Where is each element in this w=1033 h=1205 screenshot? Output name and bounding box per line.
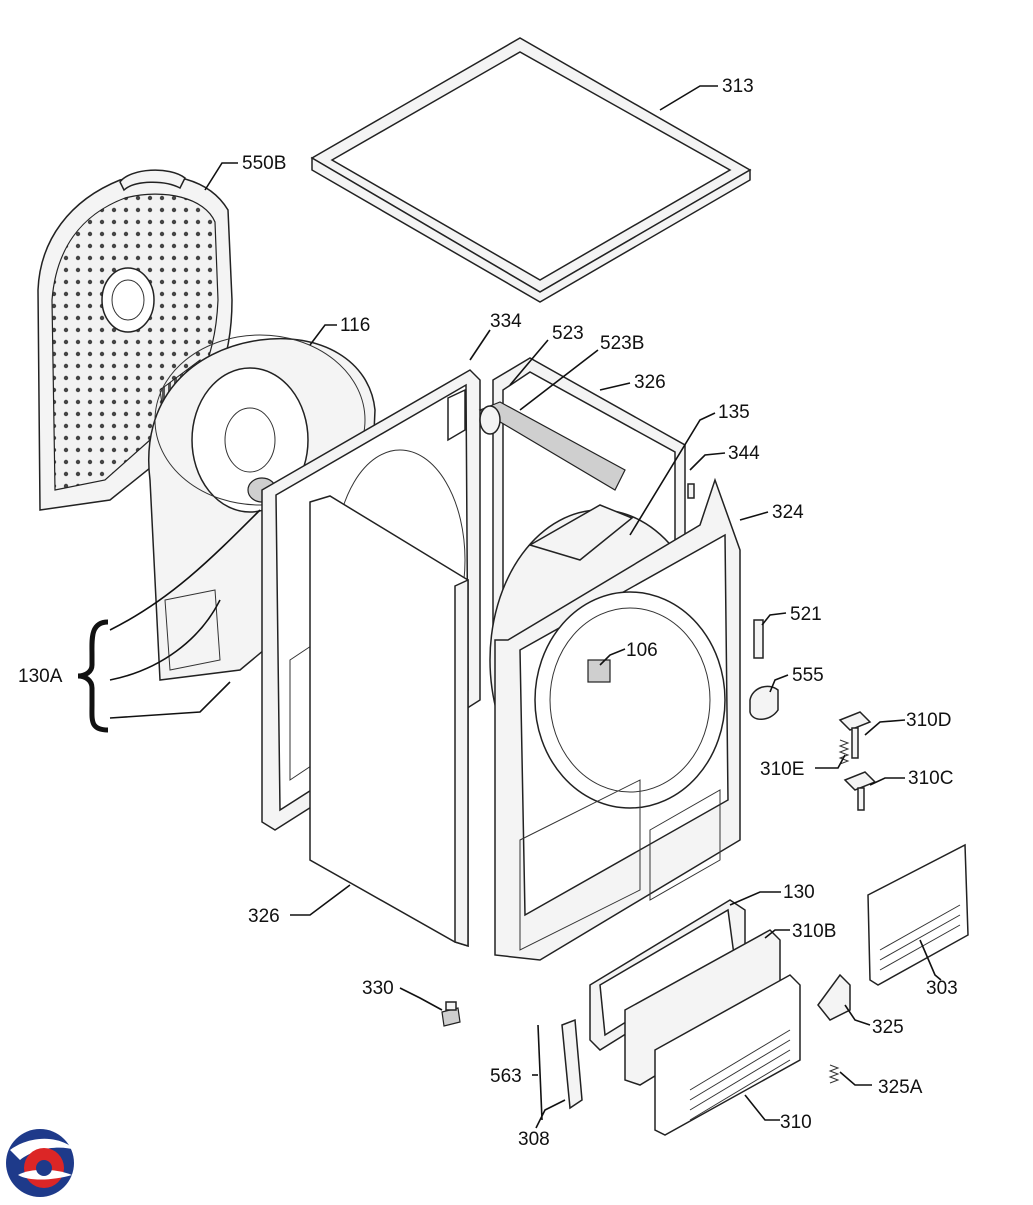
- part-310-drawer-front: [654, 974, 801, 1136]
- label-310d: 310D: [906, 710, 951, 731]
- part-303-side-cover: [867, 843, 969, 986]
- part-308-bracket: [561, 1018, 583, 1110]
- label-130: 130: [783, 882, 815, 903]
- label-523: 523: [552, 323, 584, 344]
- label-330: 330: [362, 978, 394, 999]
- part-310d-button: [838, 711, 872, 759]
- part-325-latch: [817, 973, 851, 1021]
- label-106: 106: [626, 640, 658, 661]
- label-130a: 130A: [18, 666, 63, 687]
- part-344-clip: [687, 483, 695, 499]
- label-344: 344: [728, 443, 760, 464]
- label-325a: 325A: [878, 1077, 923, 1098]
- brace-130a: [77, 619, 109, 733]
- part-521-small-bracket: [753, 619, 764, 659]
- label-310b: 310B: [792, 921, 836, 942]
- part-324-front-frame: [494, 477, 741, 961]
- label-303: 303: [926, 978, 958, 999]
- part-313-top-lid: [310, 37, 752, 303]
- part-130a-hoses: [109, 509, 261, 719]
- part-330-foot: [441, 1001, 461, 1027]
- part-555-cap: [749, 685, 779, 720]
- label-555: 555: [792, 665, 824, 686]
- part-labels: 313 550B 116 334 523 523B 326 135 344 32…: [18, 76, 958, 1150]
- brand-logo: [6, 1129, 75, 1197]
- part-325a-spring: [828, 1064, 840, 1084]
- part-563-rod: [537, 1024, 543, 1121]
- label-313: 313: [722, 76, 754, 97]
- label-310: 310: [780, 1112, 812, 1133]
- part-310e-spring: [838, 739, 850, 765]
- label-116: 116: [340, 315, 370, 336]
- part-550b-rear-cover: [37, 169, 233, 511]
- label-324: 324: [772, 502, 804, 523]
- label-550b: 550B: [242, 153, 286, 174]
- part-326-side-panel: [309, 495, 469, 948]
- label-563: 563: [490, 1066, 522, 1087]
- label-326-top: 326: [634, 372, 666, 393]
- part-310c-button: [843, 771, 877, 811]
- label-135: 135: [718, 402, 750, 423]
- label-521: 521: [790, 604, 822, 625]
- label-326-bottom: 326: [248, 906, 280, 927]
- label-325: 325: [872, 1017, 904, 1038]
- label-308: 308: [518, 1129, 550, 1150]
- label-334: 334: [490, 311, 522, 332]
- label-310e: 310E: [760, 759, 804, 780]
- label-523b: 523B: [600, 333, 644, 354]
- label-310c: 310C: [908, 768, 953, 789]
- leader-lines: [204, 85, 942, 1129]
